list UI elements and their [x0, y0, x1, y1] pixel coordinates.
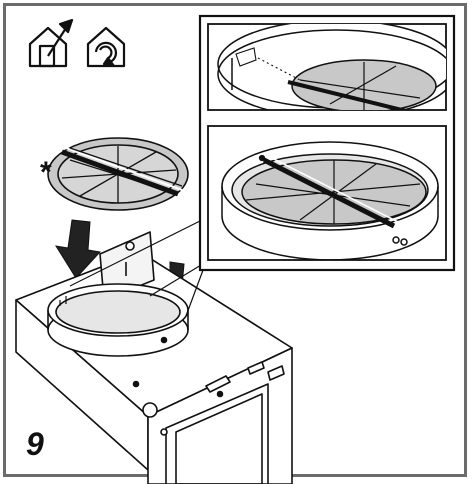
down-arrow-left: [54, 219, 101, 279]
detail-top-drawing: [217, 24, 446, 110]
step-number: 9: [26, 426, 44, 462]
grease-filter: [47, 137, 189, 211]
external-ventilation-icon: [28, 18, 74, 68]
recirculation-icon: [86, 26, 126, 68]
filter-marker: *: [40, 156, 52, 189]
detail-bottom-drawing: [221, 141, 439, 260]
filter-ring: [47, 283, 189, 357]
